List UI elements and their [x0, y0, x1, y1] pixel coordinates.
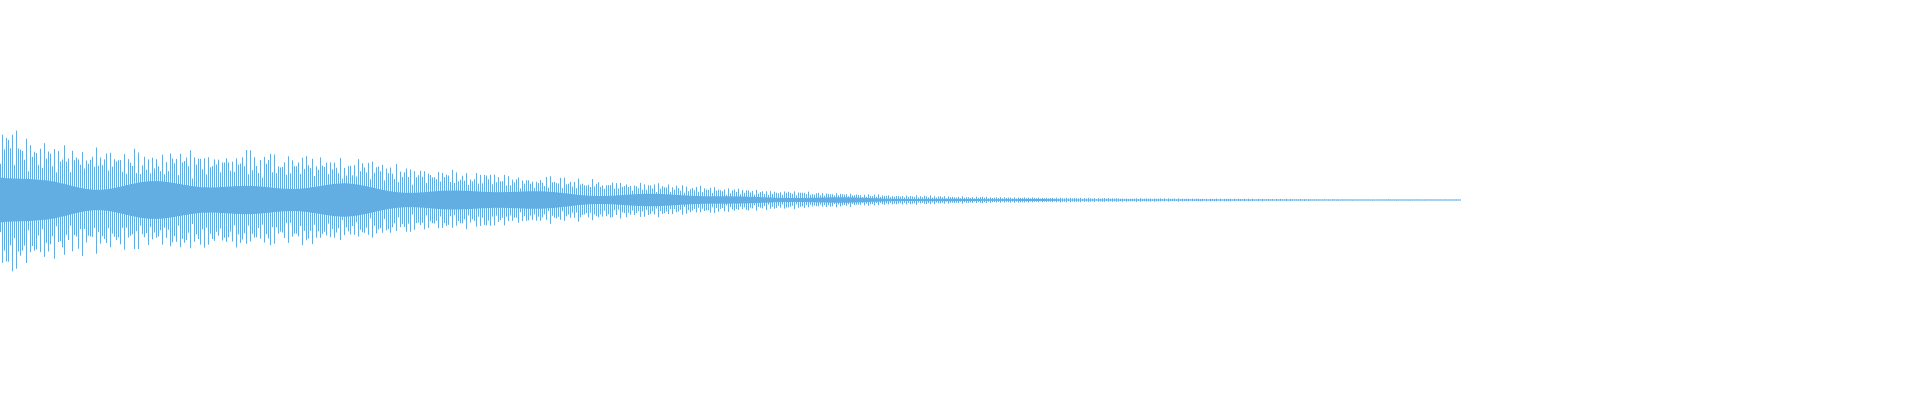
waveform-peaks	[0, 130, 1461, 272]
